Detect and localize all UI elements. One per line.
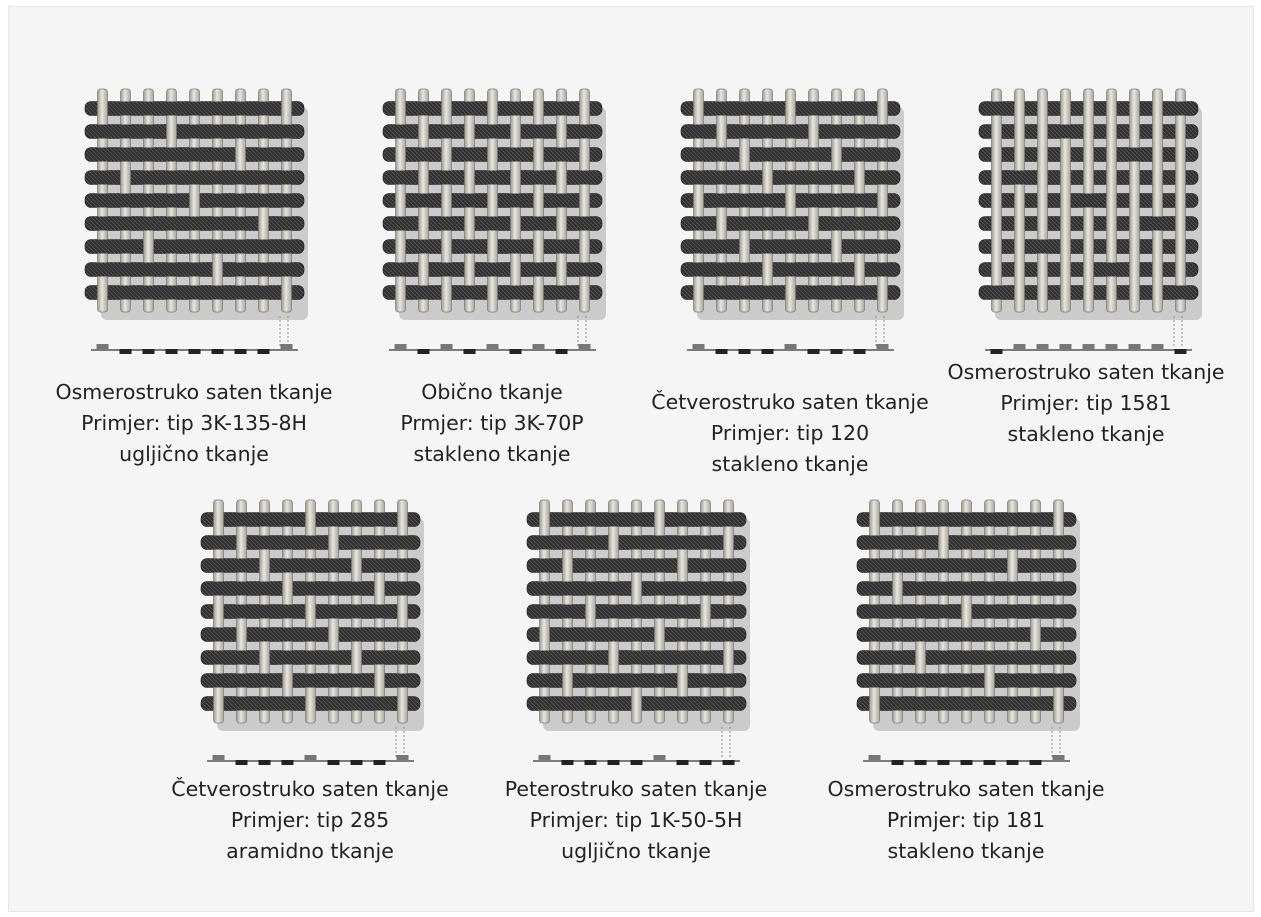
weave-material: aramidno tkanje [130,836,490,867]
weave-sample-8hs-3k-135: Osmerostruko saten tkanje Primjer: tip 3… [79,81,329,491]
weave-example: Primjer: tip 1K-50-5H [456,805,816,836]
weave-example: Primjer: tip 181 [786,805,1146,836]
weave-swatch [851,492,1081,772]
weave-caption: Četverostruko saten tkanje Primjer: tip … [625,387,955,480]
weave-swatch [79,81,309,361]
weave-caption: Osmerostruko saten tkanje Primjer: tip 3… [29,377,359,470]
weave-swatch [195,492,425,772]
figure-panel: Osmerostruko saten tkanje Primjer: tip 3… [8,6,1254,912]
weave-name: Peterostruko saten tkanje [456,774,816,805]
weave-swatch [521,492,751,772]
weave-swatch [377,81,607,361]
weave-example: Primjer: tip 120 [625,418,955,449]
weave-name: Četverostruko saten tkanje [625,387,955,418]
weave-sample-5hs-1k-50: Peterostruko saten tkanje Primjer: tip 1… [521,492,771,902]
weave-material: stakleno tkanje [786,836,1146,867]
weave-sample-8hs-181: Osmerostruko saten tkanje Primjer: tip 1… [851,492,1101,902]
weave-example: Prmjer: tip 3K-70P [327,408,657,439]
weave-name: Četverostruko saten tkanje [130,774,490,805]
weave-caption: Peterostruko saten tkanje Primjer: tip 1… [456,774,816,867]
weave-name: Osmerostruko saten tkanje [786,774,1146,805]
weave-swatch [973,81,1203,361]
weave-name: Osmerostruko saten tkanje [29,377,359,408]
weave-example: Primjer: tip 285 [130,805,490,836]
weave-name: Obično tkanje [327,377,657,408]
weave-caption: Osmerostruko saten tkanje Primjer: tip 1… [921,357,1251,450]
weave-material: stakleno tkanje [921,419,1251,450]
weave-caption: Osmerostruko saten tkanje Primjer: tip 1… [786,774,1146,867]
weave-sample-4hs-285: Četverostruko saten tkanje Primjer: tip … [195,492,445,902]
weave-material: ugljično tkanje [456,836,816,867]
weave-caption: Četverostruko saten tkanje Primjer: tip … [130,774,490,867]
weave-example: Primjer: tip 3K-135-8H [29,408,359,439]
weave-material: ugljično tkanje [29,439,359,470]
weave-example: Primjer: tip 1581 [921,388,1251,419]
weave-swatch [675,81,905,361]
weave-material: stakleno tkanje [625,449,955,480]
weave-sample-4hs-120: Četverostruko saten tkanje Primjer: tip … [675,81,925,491]
weave-material: stakleno tkanje [327,439,657,470]
weave-name: Osmerostruko saten tkanje [921,357,1251,388]
weave-caption: Obično tkanje Prmjer: tip 3K-70P staklen… [327,377,657,470]
weave-sample-8hs-1581: Osmerostruko saten tkanje Primjer: tip 1… [973,81,1223,491]
weave-sample-plain-3k-70p: Obično tkanje Prmjer: tip 3K-70P staklen… [377,81,627,491]
